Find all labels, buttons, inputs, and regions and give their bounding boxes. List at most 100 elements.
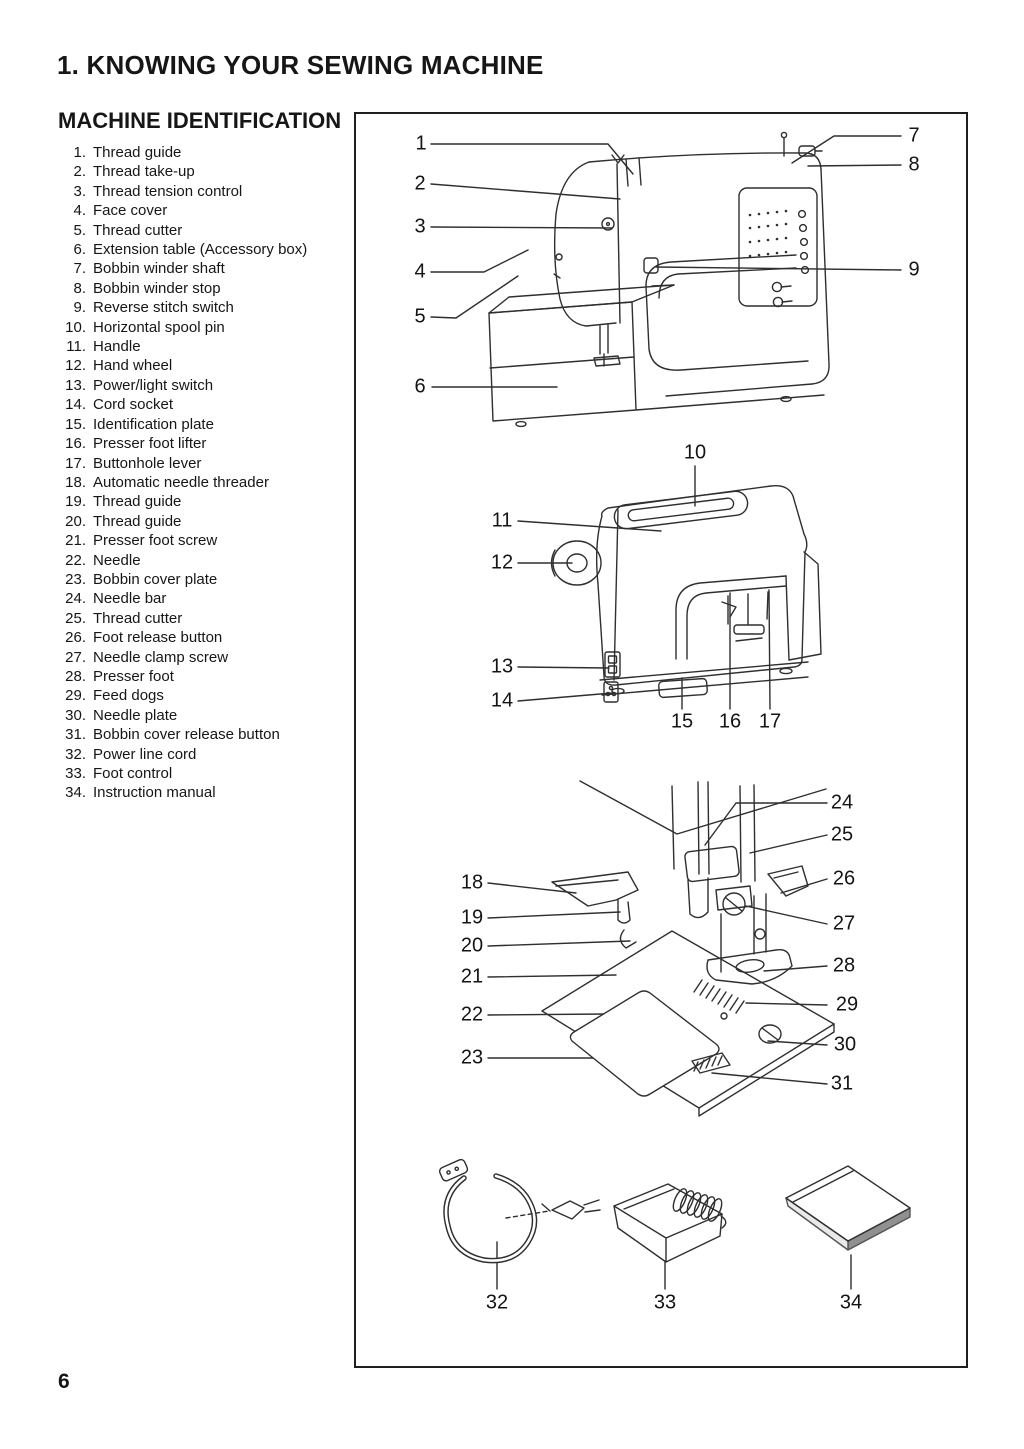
parts-list-item: 1. Thread guide [56,143,362,162]
part-label: Thread cutter [93,609,183,627]
part-label: Hand wheel [93,357,173,375]
power-switch [604,651,621,678]
carry-handle [613,490,749,530]
parts-list-item: 13. Power/light switch [56,376,362,395]
part-label: Bobbin cover release button [93,726,280,744]
part-label: Presser foot lifter [93,435,207,453]
presser-foot-bracket [753,893,767,955]
part-label: Thread cutter [93,221,183,239]
callout-label: 1 [415,132,427,155]
callout-label: 11 [491,509,513,532]
rear-view-figure [517,465,822,710]
callout-label: 31 [830,1072,854,1095]
parts-list-item: 22. Needle [56,551,362,570]
part-label: Extension table (Accessory box) [93,241,308,259]
parts-list-item: 4. Face cover [56,201,362,220]
part-number: 12. [65,357,86,375]
part-label: Foot control [93,765,173,782]
rear-base [599,551,822,696]
foot-release-button [767,865,809,897]
parts-list-item: 21. Presser foot screw [56,531,362,550]
part-number: 5. [73,221,86,239]
part-label: Needle [93,551,141,569]
cover-release-button [691,1052,731,1074]
needle-assembly-front [553,253,621,367]
part-number: 16. [65,435,86,453]
callout-label: 28 [832,954,856,977]
parts-list-item: 19. Thread guide [56,492,362,511]
part-number: 19. [65,493,86,511]
parts-list-item: 33. Foot control [56,764,362,783]
front-view-figure [430,131,902,428]
part-label: Automatic needle threader [93,473,269,491]
parts-list-item: 7. Bobbin winder shaft [56,259,362,278]
parts-list-item: 30. Needle plate [56,706,362,725]
part-number: 1. [73,144,86,161]
parts-list-item: 9. Reverse stitch switch [56,298,362,317]
part-label: Power line cord [93,745,197,763]
part-label: Thread guide [93,512,182,530]
parts-list-item: 34. Instruction manual [56,783,362,802]
callout-label: 3 [414,215,426,238]
part-label: Presser foot [93,667,174,685]
part-number: 24. [65,590,86,608]
parts-list-item: 6. Extension table (Accessory box) [56,240,362,259]
part-number: 33. [65,765,86,782]
part-number: 7. [73,260,86,278]
parts-list-item: 31. Bobbin cover release button [56,725,362,744]
parts-list: 1. Thread guide 2. Thread take-up 3. Thr… [56,143,362,803]
rear-view-leaders [517,465,771,710]
bobbin-cover-plate [569,990,720,1097]
part-label: Thread guide [93,493,182,511]
parts-list-item: 28. Presser foot [56,667,362,686]
part-number: 30. [65,706,86,724]
parts-list-item: 8. Bobbin winder stop [56,279,362,298]
section-heading: MACHINE IDENTIFICATION [58,108,342,133]
part-number: 13. [65,376,86,394]
callout-label: 10 [683,441,707,464]
callout-label: 25 [830,823,854,846]
coiled-cord [672,1188,727,1229]
callout-label: 26 [832,867,856,890]
diagram-panel: 1 2 3 4 5 6 7 8 9 10 11 12 13 14 15 16 1… [354,112,968,1368]
callout-label: 20 [460,934,484,957]
part-label: Thread guide [93,144,182,161]
page-number: 6 [58,1370,70,1393]
part-label: Face cover [93,202,168,220]
part-label: Bobbin winder shaft [93,260,225,278]
part-label: Horizontal spool pin [93,318,225,336]
callout-label: 16 [718,710,742,733]
arch-interior [721,591,769,642]
callout-label: 27 [832,912,856,935]
parts-list-item: 10. Horizontal spool pin [56,318,362,337]
parts-list-item: 5. Thread cutter [56,221,362,240]
callout-label: 18 [460,871,484,894]
part-label: Identification plate [93,415,214,433]
accessories-figure [438,1158,911,1290]
part-label: Bobbin winder stop [93,279,221,297]
parts-list-item: 17. Buttonhole lever [56,454,362,473]
accessory-leaders [496,1241,852,1290]
tension-dial [601,217,615,231]
needle-clamp [715,885,753,973]
part-number: 34. [65,784,86,802]
part-number: 32. [65,745,86,763]
reverse-switch [643,257,659,274]
parts-list-item: 2. Thread take-up [56,162,362,181]
front-view-leaders [430,135,902,388]
part-number: 4. [73,202,86,220]
machine-body-front [553,152,830,397]
arm-arch [645,254,809,371]
presser-foot [706,948,793,985]
callout-label: 29 [835,993,859,1016]
parts-list-item: 16. Presser foot lifter [56,434,362,453]
callout-label: 14 [490,689,514,712]
part-label: Power/light switch [93,376,214,394]
part-number: 22. [65,551,86,569]
needle-threader [551,871,639,949]
part-number: 23. [65,570,86,588]
part-number: 27. [65,648,86,666]
callout-label: 21 [460,965,484,988]
parts-list-item: 3. Thread tension control [56,182,362,201]
